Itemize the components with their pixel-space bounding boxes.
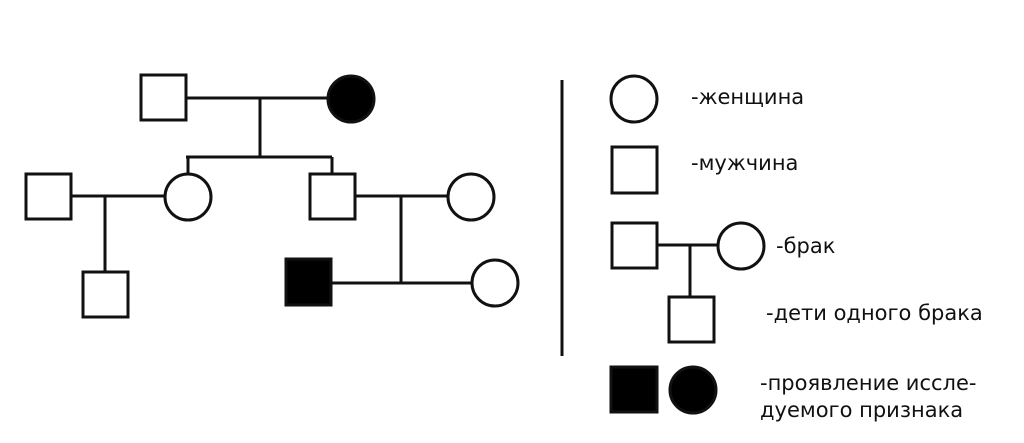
pedigree-individuals	[24, 73, 520, 319]
legend-trait-line-2: дуемого признака	[760, 398, 964, 422]
daughter-husband-symbol	[24, 172, 73, 221]
legend-female-symbol	[609, 74, 659, 124]
legend-affected-female-symbol	[668, 365, 718, 415]
legend-male-symbol	[610, 145, 659, 195]
gen1-male-symbol	[139, 73, 188, 122]
gen2-son-symbol	[308, 172, 357, 221]
legend-trait-line-1: -проявление иссле-	[760, 371, 977, 395]
legend-symbols	[609, 74, 766, 415]
gen3-affected-male-symbol	[284, 257, 333, 307]
legend-male-label: -мужчина	[691, 151, 799, 175]
legend-marriage-female-symbol	[716, 221, 766, 271]
gen1-female-affected-symbol	[326, 74, 376, 124]
legend-marriage-label: -брак	[776, 234, 836, 258]
legend-child-symbol	[667, 295, 716, 344]
legend-marriage-male-symbol	[610, 221, 659, 270]
legend-affected-male-symbol	[609, 365, 659, 414]
pedigree-lines	[71, 80, 719, 356]
legend-female-label: -женщина	[691, 85, 805, 109]
affected-male-wife-symbol	[470, 258, 520, 308]
son-wife-symbol	[446, 172, 496, 222]
legend-children-label: -дети одного брака	[766, 301, 983, 325]
gen3-boy-symbol	[81, 270, 130, 319]
gen2-daughter-symbol	[163, 172, 213, 222]
legend-trait-label: -проявление иссле- дуемого признака	[760, 370, 976, 424]
